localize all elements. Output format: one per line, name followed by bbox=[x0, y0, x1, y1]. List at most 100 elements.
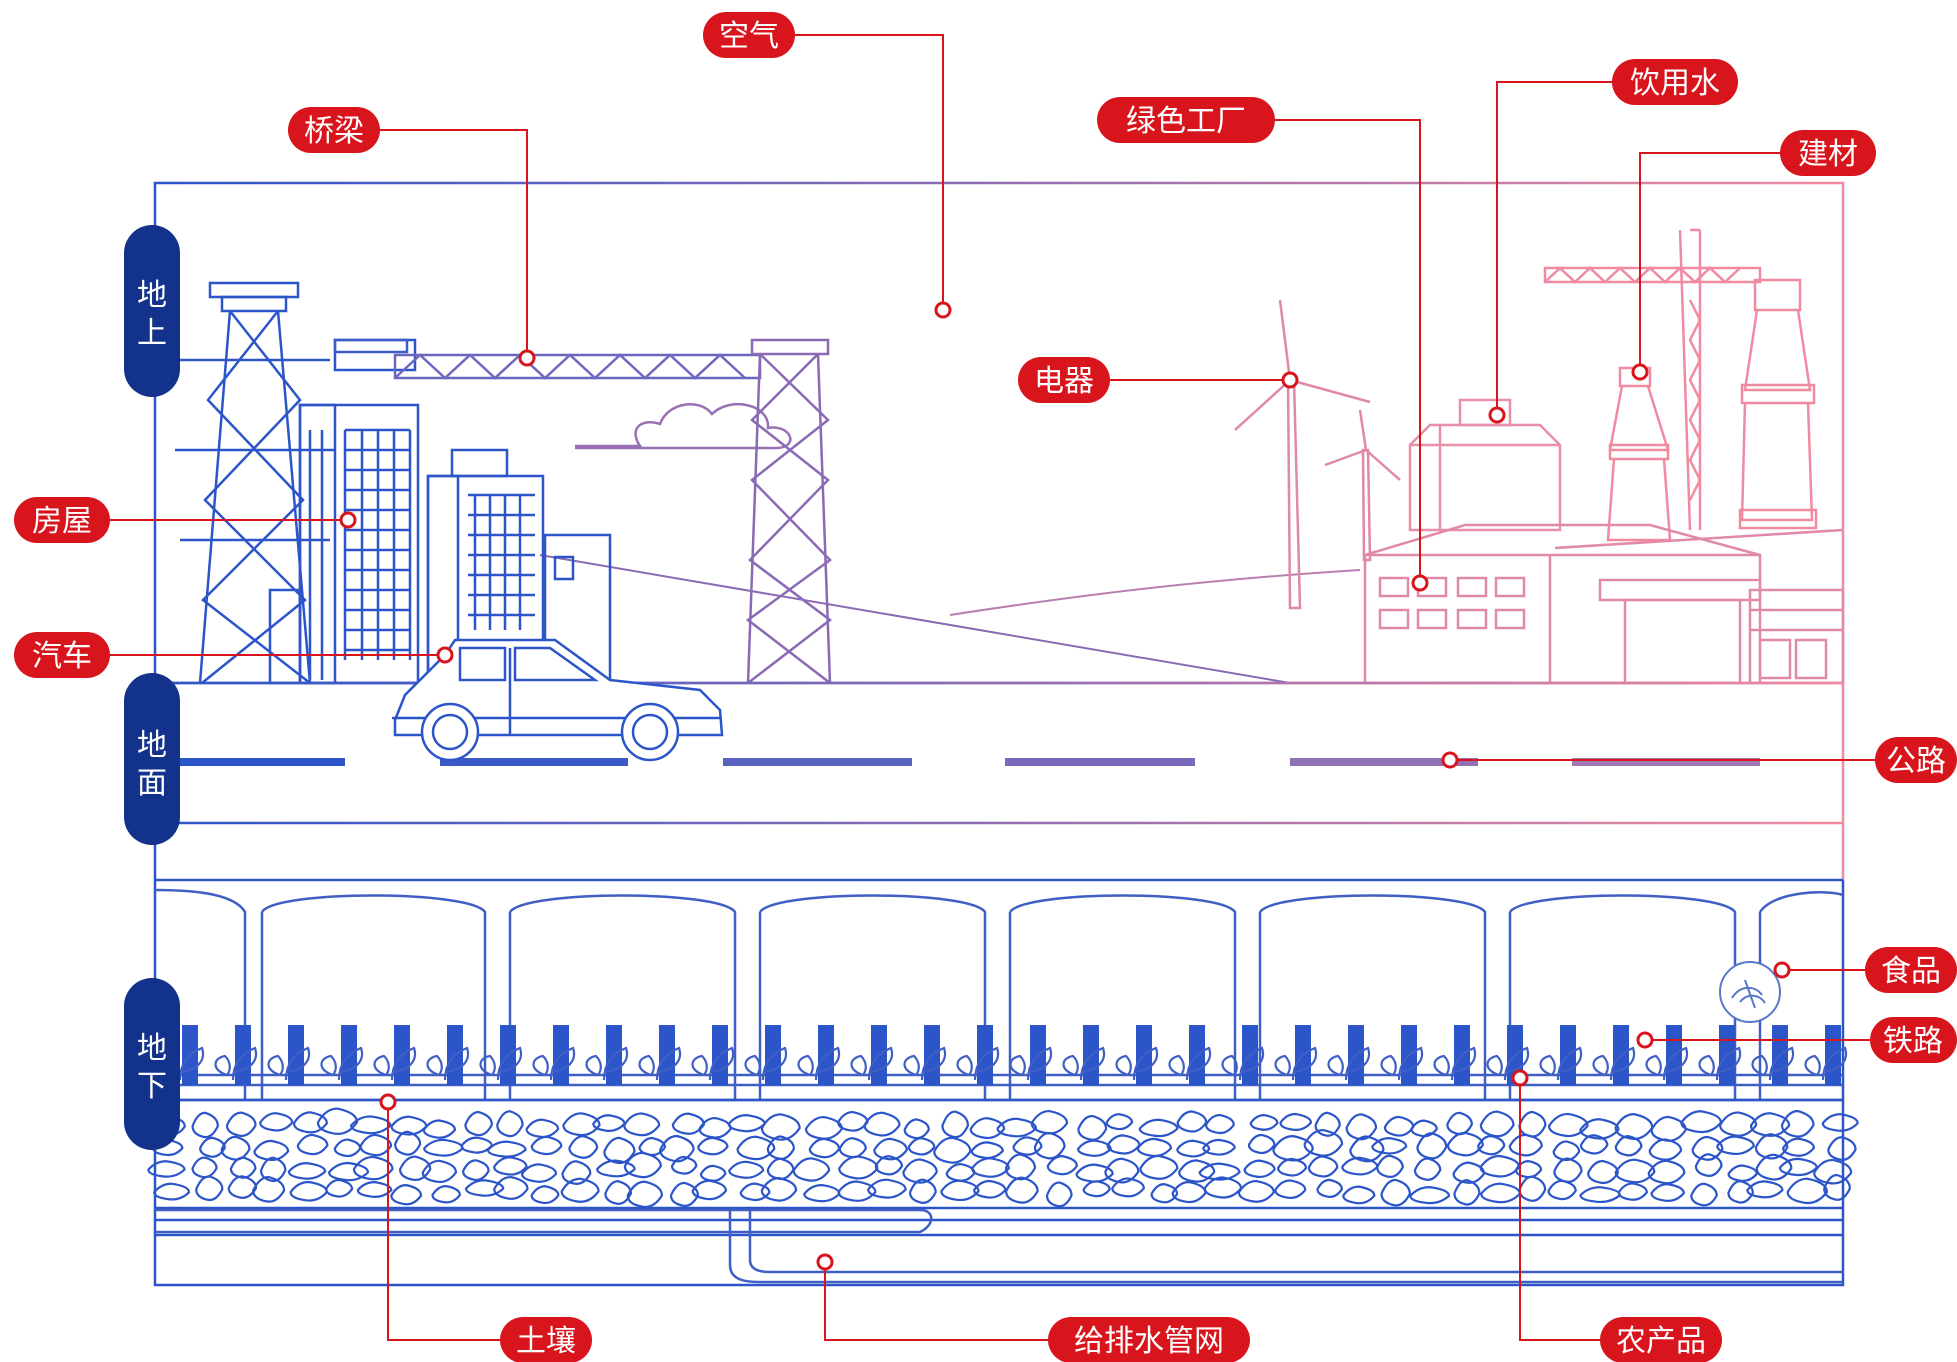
soil-stone bbox=[766, 1157, 795, 1181]
soil-stone bbox=[229, 1156, 257, 1179]
soil-stone bbox=[973, 1179, 1007, 1199]
soil-stone bbox=[1004, 1176, 1039, 1204]
callout-drinking-water: 饮用水 bbox=[1612, 59, 1738, 105]
svg-text:建材: 建材 bbox=[1798, 137, 1858, 172]
soil-stone bbox=[1754, 1133, 1789, 1160]
soil-stone bbox=[1076, 1139, 1112, 1157]
callout-appliance: 电器 bbox=[1018, 357, 1110, 403]
soil-stone bbox=[1587, 1159, 1619, 1185]
soil-stone bbox=[1479, 1110, 1515, 1138]
soil-stone bbox=[1410, 1119, 1438, 1138]
soil-stone bbox=[1746, 1180, 1784, 1199]
soil-stone bbox=[1104, 1157, 1140, 1184]
soil-stone bbox=[1202, 1138, 1236, 1156]
crop-sprout bbox=[1221, 1046, 1265, 1081]
wind-turbine-icon bbox=[1234, 299, 1401, 610]
crop-sprout bbox=[1804, 1046, 1848, 1081]
soil-stone bbox=[1046, 1155, 1078, 1176]
soil-stone bbox=[530, 1135, 563, 1156]
soil-stone bbox=[1518, 1110, 1547, 1138]
callout-soil: 土壤 bbox=[500, 1317, 592, 1362]
soil-stone bbox=[1691, 1135, 1724, 1161]
soil-stone bbox=[1409, 1186, 1451, 1205]
svg-text:汽车: 汽车 bbox=[32, 639, 92, 674]
soil-stone bbox=[592, 1114, 626, 1132]
soil-stone bbox=[803, 1183, 841, 1203]
soil-stone bbox=[568, 1135, 599, 1159]
soil-stone bbox=[422, 1119, 457, 1139]
soil-stone bbox=[908, 1178, 937, 1204]
crop-sprout bbox=[850, 1046, 894, 1081]
soil-stone bbox=[1111, 1177, 1145, 1198]
crop-sprout bbox=[1115, 1046, 1159, 1081]
crop-sprout bbox=[1168, 1046, 1212, 1081]
soil-stone bbox=[863, 1111, 901, 1137]
soil-stone bbox=[1553, 1157, 1583, 1183]
soil-stone bbox=[1077, 1114, 1108, 1141]
soil-stone bbox=[394, 1130, 422, 1156]
soil-stone bbox=[199, 1136, 226, 1158]
soil-stone bbox=[220, 1135, 251, 1161]
soil-stone bbox=[1719, 1111, 1758, 1137]
chimney-icon bbox=[1606, 278, 1818, 542]
callout-anchor-dots bbox=[339, 301, 1791, 1271]
soil-stone bbox=[520, 1163, 558, 1183]
crop-sprout bbox=[903, 1046, 947, 1081]
soil-stone bbox=[349, 1115, 392, 1135]
soil-stone bbox=[760, 1113, 801, 1141]
svg-text:地: 地 bbox=[137, 728, 167, 763]
green-factory-icon bbox=[1363, 523, 1845, 685]
svg-text:食品: 食品 bbox=[1881, 954, 1941, 989]
crop-sprout bbox=[1751, 1046, 1795, 1081]
soil-stone bbox=[1650, 1183, 1685, 1202]
soil-stone bbox=[227, 1175, 258, 1199]
soil-stone bbox=[421, 1159, 458, 1184]
soil-stone bbox=[1138, 1118, 1179, 1138]
soil-stone bbox=[1782, 1137, 1815, 1157]
soil-stone bbox=[940, 1179, 980, 1202]
soil-stone bbox=[699, 1164, 727, 1182]
soil-stone bbox=[1198, 1162, 1241, 1181]
crop-sprout bbox=[479, 1046, 523, 1081]
soil-stone bbox=[259, 1156, 287, 1183]
crop-sprout bbox=[797, 1046, 841, 1081]
svg-text:电器: 电器 bbox=[1034, 364, 1094, 399]
soil-stone bbox=[1243, 1159, 1276, 1179]
soil-stone bbox=[1276, 1157, 1308, 1177]
soil-stone bbox=[760, 1177, 798, 1202]
soil-stone bbox=[1316, 1178, 1343, 1198]
soil-stone bbox=[1617, 1182, 1648, 1201]
soil-stone bbox=[1272, 1135, 1314, 1162]
soil-stone bbox=[1647, 1159, 1686, 1185]
soil-stone bbox=[1614, 1113, 1654, 1140]
callout-agricultural-products: 农产品 bbox=[1600, 1317, 1722, 1362]
soil-stone bbox=[691, 1179, 728, 1201]
zone-above-ground: 地 上 bbox=[124, 225, 180, 397]
soil-stone bbox=[1755, 1153, 1793, 1181]
crop-sprout bbox=[532, 1046, 576, 1081]
bridge-truss-icon bbox=[333, 338, 833, 684]
svg-text:绿色工厂: 绿色工厂 bbox=[1126, 104, 1246, 139]
soil-stone bbox=[1552, 1140, 1581, 1162]
soil-stone bbox=[1371, 1136, 1408, 1155]
soil-stone bbox=[530, 1185, 560, 1205]
soil-stone bbox=[792, 1157, 831, 1182]
soil-stone bbox=[1508, 1133, 1543, 1157]
soil-stone bbox=[1518, 1175, 1547, 1202]
crop-sprout bbox=[1062, 1046, 1106, 1081]
soil-stone bbox=[562, 1112, 601, 1137]
crop-sprout bbox=[585, 1046, 629, 1081]
soil-stone bbox=[352, 1155, 394, 1181]
soil-stones bbox=[147, 1107, 1859, 1209]
soil-stone bbox=[1547, 1112, 1589, 1138]
soil-stone bbox=[1307, 1155, 1339, 1178]
soil-stone bbox=[259, 1112, 294, 1132]
soil-stone bbox=[1547, 1179, 1577, 1201]
soil-stone bbox=[1680, 1110, 1723, 1134]
soil-stone bbox=[1690, 1182, 1718, 1207]
soil-stone bbox=[147, 1160, 186, 1178]
soil-stone bbox=[970, 1157, 1010, 1178]
callout-house: 房屋 bbox=[14, 497, 110, 543]
callout-food: 食品 bbox=[1865, 947, 1957, 993]
crop-sprout bbox=[1009, 1046, 1053, 1081]
